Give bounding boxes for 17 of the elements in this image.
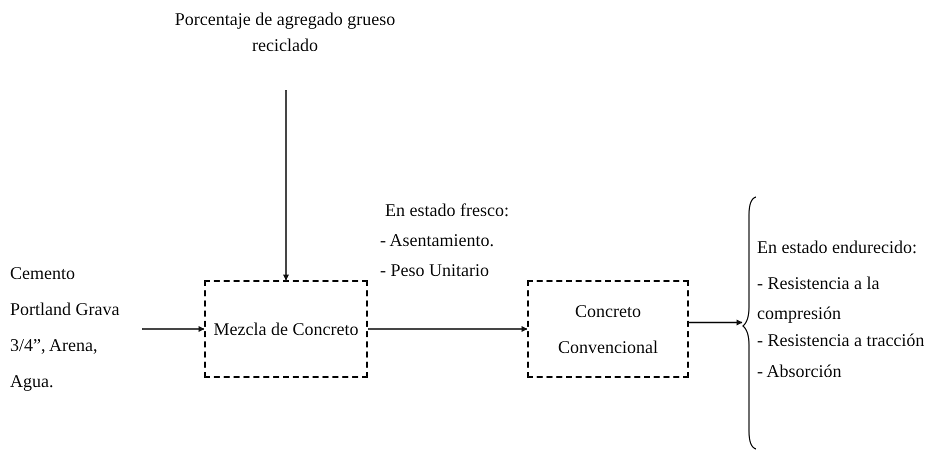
result-item: - Resistencia a tracción — [757, 330, 924, 351]
result-item: - Resistencia a la compresión — [757, 272, 880, 325]
property-heading: En estado fresco: — [385, 200, 509, 221]
input-variable-text: Porcentaje de agregado grueso reciclado — [174, 8, 396, 57]
arrow — [142, 326, 205, 332]
result-item: - Absorción — [757, 361, 842, 382]
property-item: - Asentamiento. — [380, 230, 494, 251]
result-heading: En estado endurecido: — [757, 237, 917, 258]
arrow — [368, 326, 528, 332]
arrow — [283, 90, 289, 281]
box-label: Mezcla de Concreto — [214, 318, 358, 341]
box-label: Concreto Convencional — [557, 300, 659, 359]
property-item: - Peso Unitario — [380, 260, 489, 281]
materials-text: Cemento Portland Grava 3/4”, Arena, Agua. — [10, 262, 120, 393]
arrow — [689, 320, 743, 326]
process-box — [204, 280, 368, 378]
process-box — [527, 280, 689, 378]
